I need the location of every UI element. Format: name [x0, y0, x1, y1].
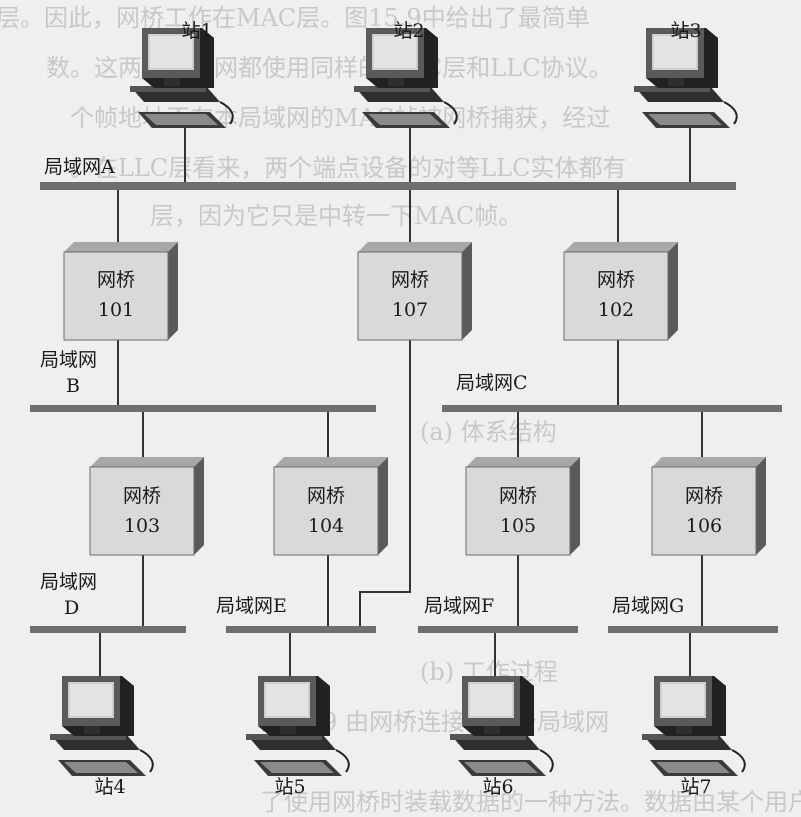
link-b107-lan-e [359, 340, 411, 626]
bridge-101: 网桥 101 [63, 241, 179, 341]
lan-f-label: 局域网F [424, 595, 494, 617]
bridge-105-name: 网桥 [499, 485, 537, 507]
lan-d-bus [30, 626, 186, 633]
bridge-103-number: 103 [124, 515, 160, 537]
bridge-107: 网桥 107 [357, 241, 473, 341]
station-3-computer-icon [633, 27, 738, 129]
lan-f-bus [418, 626, 578, 633]
lan-b-bus [30, 405, 376, 412]
lan-e-bus [226, 626, 376, 633]
station-4-label: 站4 [94, 776, 125, 798]
station-7-label: 站7 [680, 776, 711, 798]
bridge-105: 网桥 105 [465, 456, 581, 556]
bridge-104: 网桥 104 [273, 456, 389, 556]
bg-text-line-2: 数。这两个局域网都使用同样的MAC层和LLC协议。 [46, 54, 613, 82]
lan-a-label: 局域网A [44, 156, 115, 178]
lan-g-label: 局域网G [612, 595, 684, 617]
lan-g-bus [608, 626, 778, 633]
bridge-107-number: 107 [392, 299, 428, 321]
bg-text-line-5: 层，因为它只是中转一下MAC帧。 [150, 202, 522, 230]
station-7-computer-icon [641, 675, 746, 777]
station-4-computer-icon [49, 675, 154, 777]
bg-text-line-9: 了使用网桥时装载数据的一种方法。数据由某个用户交付给 [260, 788, 801, 816]
station-6-label: 站6 [482, 776, 513, 798]
station-3-label: 站3 [670, 20, 701, 42]
lan-a-bus [40, 182, 736, 190]
lan-c-bus [442, 405, 782, 412]
bridge-102-name: 网桥 [597, 269, 635, 291]
bg-text-line-1: 层。因此，网桥工作在MAC层。图15.9中给出了最简单 [0, 4, 590, 32]
station-1-label: 站1 [181, 20, 212, 42]
lan-c-label: 局域网C [456, 372, 528, 394]
bridge-104-number: 104 [308, 515, 344, 537]
bridge-103: 网桥 103 [89, 456, 205, 556]
bridge-101-name: 网桥 [97, 269, 135, 291]
lan-e-label: 局域网E [216, 595, 287, 617]
lan-d-label-line-1: 局域网 [40, 571, 97, 593]
bridge-106: 网桥 106 [651, 456, 767, 556]
lan-b-label-line-2: B [66, 375, 80, 397]
bridge-107-box [357, 241, 473, 341]
bridge-103-name: 网桥 [123, 485, 161, 507]
bridge-106-number: 106 [686, 515, 722, 537]
bg-text-line-6: (a) 体系结构 [420, 418, 557, 446]
lan-buses [30, 182, 782, 633]
bridge-102-box [563, 241, 679, 341]
lan-b-label-line-1: 局域网 [40, 349, 97, 371]
bridge-102-number: 102 [598, 299, 634, 321]
bg-text-line-4: 。在LLC层看来，两个端点设备的对等LLC实体都有 [70, 154, 626, 182]
bridge-104-name: 网桥 [307, 485, 345, 507]
bridge-101-box [63, 241, 179, 341]
bridge-106-name: 网桥 [685, 485, 723, 507]
background-text: 层。因此，网桥工作在MAC层。图15.9中给出了最简单 数。这两个局域网都使用同… [0, 4, 801, 816]
station-5-label: 站5 [274, 776, 305, 798]
bridge-107-name: 网桥 [391, 269, 429, 291]
bridge-102: 网桥 102 [563, 241, 679, 341]
bridge-105-number: 105 [500, 515, 536, 537]
links [99, 120, 703, 690]
station-2-label: 站2 [393, 20, 424, 42]
bridge-101-number: 101 [98, 299, 134, 321]
lan-d-label-line-2: D [64, 597, 79, 619]
